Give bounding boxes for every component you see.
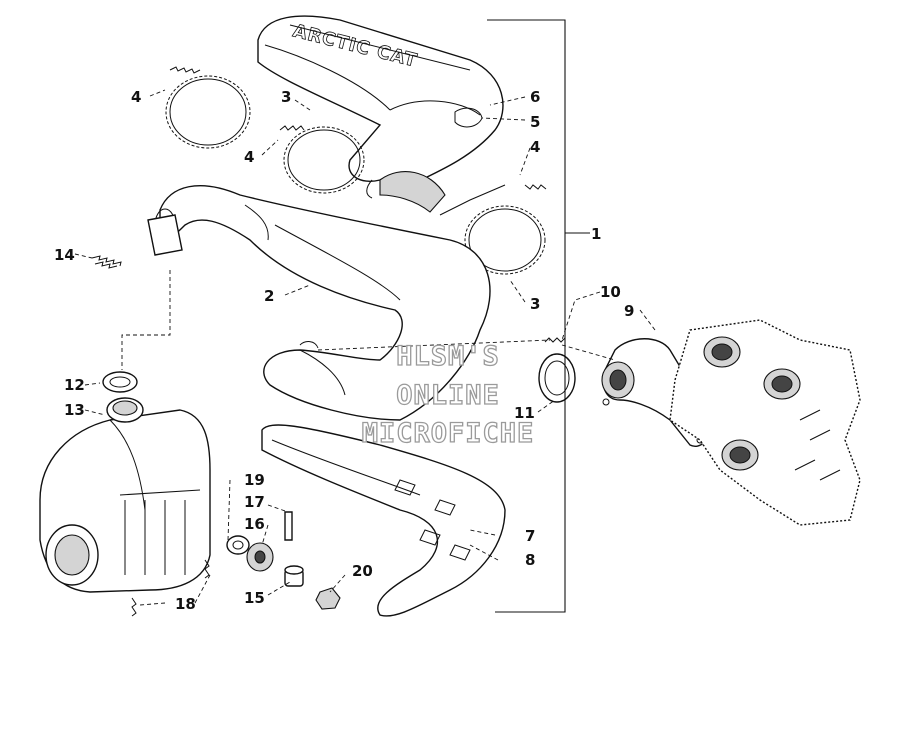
exhaust-ring [165, 75, 251, 149]
exhaust-spring [169, 66, 201, 74]
callout-16: 16 [244, 515, 265, 533]
leader-line [639, 309, 656, 331]
callout-12: 12 [64, 376, 85, 394]
exhaust-ring [283, 126, 365, 194]
leader-line [284, 284, 311, 296]
nut [315, 587, 341, 610]
lower-heat-shield [261, 424, 506, 617]
seal-ring [538, 353, 576, 403]
exhaust-spring [524, 184, 547, 190]
leader-line [329, 574, 346, 593]
callout-8: 8 [525, 551, 535, 569]
leader-line [149, 89, 166, 97]
callout-3: 3 [530, 295, 540, 313]
exhaust-spring [279, 125, 305, 131]
callout-13: 13 [64, 401, 85, 419]
leader-line [537, 399, 556, 413]
leader-line [139, 574, 211, 606]
gasket [102, 371, 138, 393]
exhaust-spring [91, 255, 122, 269]
callout-7: 7 [525, 527, 535, 545]
exhaust-spring [204, 559, 210, 579]
washer [226, 535, 250, 555]
callout-20: 20 [352, 562, 373, 580]
leader-line [317, 339, 551, 351]
callout-6: 6 [530, 88, 540, 106]
exhaust-spring [131, 597, 137, 617]
callout-1: 1 [591, 225, 601, 243]
callout-4: 4 [530, 138, 540, 156]
engine-block [669, 319, 861, 526]
watermark-line: HLSM'S [396, 341, 500, 372]
callout-18: 18 [175, 595, 196, 613]
expansion-chamber [154, 184, 491, 421]
leader-line [489, 96, 526, 106]
callout-10: 10 [600, 283, 621, 301]
leader-line [84, 382, 101, 386]
callout-11: 11 [514, 404, 535, 422]
leader-line [294, 99, 311, 111]
muffler-canister [39, 397, 211, 593]
pin [284, 511, 293, 541]
leader-line [481, 117, 526, 121]
leader-line [267, 504, 289, 513]
callout-3: 3 [281, 88, 291, 106]
callout-15: 15 [244, 589, 265, 607]
leader-line [469, 529, 496, 536]
leader-line [519, 147, 531, 176]
callout-14: 14 [54, 246, 75, 264]
leader-line [561, 291, 601, 341]
leader-line [121, 270, 171, 370]
exhaust-spring [544, 337, 566, 343]
leader-line [509, 279, 526, 303]
leader-line [74, 253, 93, 259]
watermark-line: ONLINE [396, 380, 500, 411]
leader-line [227, 479, 231, 541]
leader-line [261, 524, 269, 546]
watermark-line: MICROFICHE [362, 418, 535, 449]
leader-line [261, 139, 279, 156]
leader-line [267, 581, 291, 596]
callout-19: 19 [244, 471, 265, 489]
callout-9: 9 [624, 302, 634, 320]
leader-line [469, 544, 499, 561]
callout-5: 5 [530, 113, 540, 131]
callout-2: 2 [264, 287, 274, 305]
bracket-line [487, 19, 566, 613]
callout-4: 4 [131, 88, 141, 106]
grommet [246, 542, 274, 572]
leader-line [561, 344, 616, 361]
silencer-heat-shield [257, 15, 506, 216]
pipe-flange [147, 214, 183, 256]
bushing [284, 565, 304, 587]
callout-4: 4 [244, 148, 254, 166]
leader-line [84, 409, 106, 416]
exhaust-ring [464, 205, 546, 275]
callout-17: 17 [244, 493, 265, 511]
